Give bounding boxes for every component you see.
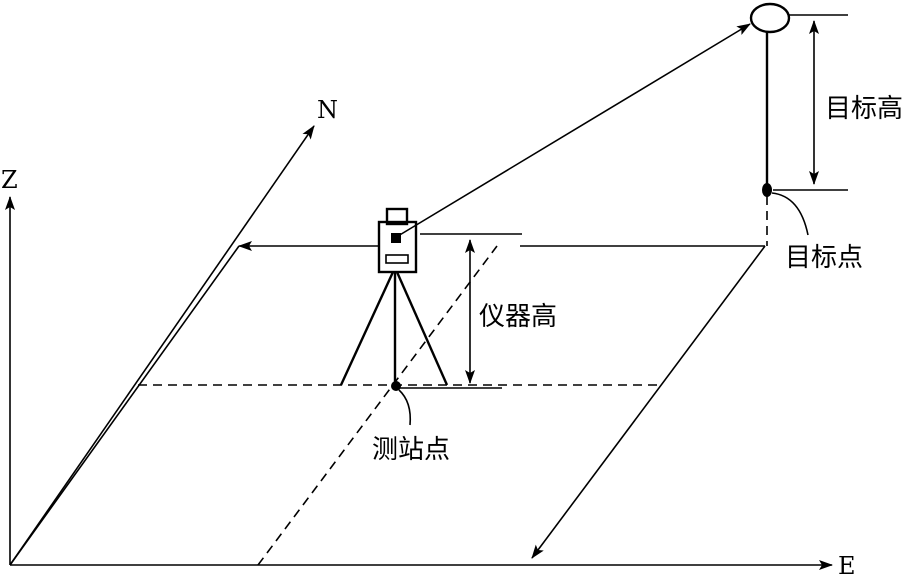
sight-line bbox=[397, 23, 751, 237]
prism bbox=[749, 2, 791, 34]
station-point-label: 测站点 bbox=[372, 435, 450, 465]
instrument-height-label: 仪器高 bbox=[479, 302, 557, 332]
tripod-right-leg bbox=[395, 271, 449, 386]
instrument-lens bbox=[391, 233, 401, 243]
target-point-label: 目标点 bbox=[785, 243, 863, 273]
instrument-body bbox=[377, 220, 418, 274]
plane-right-edge-arrow bbox=[531, 245, 766, 559]
plane-left-edge bbox=[9, 245, 240, 566]
instrument-display bbox=[385, 254, 409, 264]
z-axis-label: Z bbox=[1, 166, 18, 194]
n-reference-dashed-line bbox=[257, 245, 498, 566]
station-point-marker bbox=[391, 381, 401, 391]
station-point-leader bbox=[398, 389, 412, 426]
n-axis bbox=[9, 125, 315, 566]
instrument-handle bbox=[385, 207, 409, 226]
target-point-marker bbox=[762, 183, 772, 197]
e-axis-label: E bbox=[838, 552, 856, 574]
target-height-label: 目标高 bbox=[825, 94, 903, 124]
n-axis-label: N bbox=[317, 96, 338, 124]
target-point-leader bbox=[771, 192, 809, 236]
tripod-left-leg bbox=[339, 271, 395, 386]
